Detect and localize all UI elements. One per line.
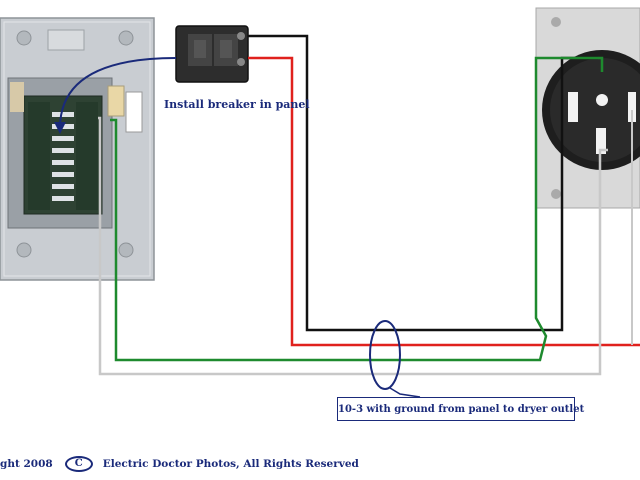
green-ground-wire (110, 56, 604, 362)
red-hot-wire (248, 56, 640, 347)
load-center-icon (0, 17, 155, 281)
install-breaker-label: Install breaker in panel (164, 98, 310, 111)
dryer-outlet-icon (535, 7, 640, 209)
copyright-icon: C (64, 456, 93, 472)
copyright-owner: Electric Doctor Photos, All Rights Reser… (102, 458, 359, 470)
double-pole-breaker-icon (175, 25, 249, 83)
copyright-year: ght 2008 (0, 458, 53, 470)
copyright-line: ght 2008 C Electric Doctor Photos, All Rig… (0, 456, 359, 472)
white-neutral-wire (98, 116, 608, 376)
cable-callout-ellipse (369, 320, 401, 390)
cable-note-label: 10-3 with ground from panel to dryer out… (337, 397, 584, 421)
